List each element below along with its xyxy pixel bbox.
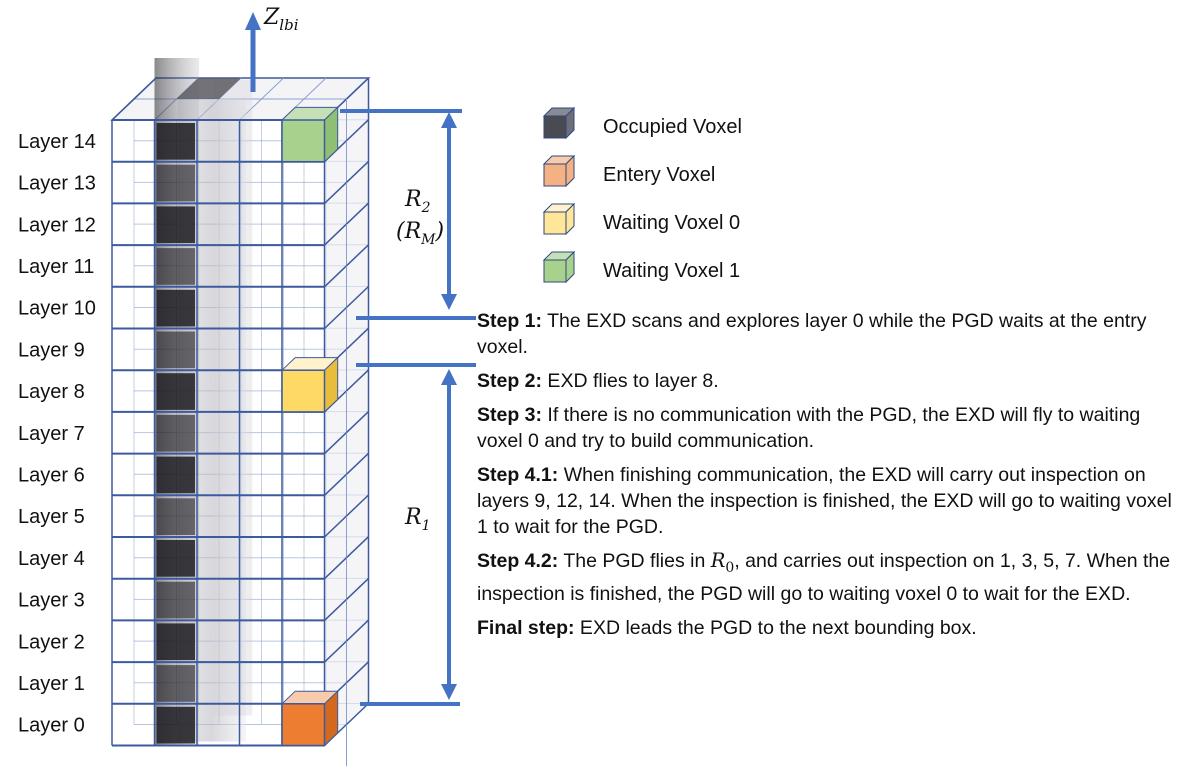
step-2: Step 2: EXD flies to layer 8. <box>477 370 719 392</box>
legend-label: Waiting Voxel 1 <box>603 260 740 282</box>
legend-item: Waiting Voxel 0 <box>542 202 740 236</box>
legend-label: Occupied Voxel <box>603 116 742 138</box>
layer-label: Layer 2 <box>18 631 85 653</box>
r0-symbol: R0 <box>710 549 735 576</box>
waiting-voxel-0-cube <box>280 356 339 414</box>
step-3: Step 3: If there is no communication wit… <box>477 404 1141 452</box>
layer-label: Layer 14 <box>18 131 96 153</box>
legend-item: Entery Voxel <box>542 154 715 188</box>
step-4-2: Step 4.2: The PGD flies in R0, and carri… <box>477 549 1171 605</box>
step-1: Step 1: The EXD scans and explores layer… <box>477 310 1147 358</box>
layer-label: Layer 4 <box>18 548 85 570</box>
layer-label: Layer 8 <box>18 381 85 403</box>
legend-item: Occupied Voxel <box>542 106 742 140</box>
legend-cube-icon <box>542 250 576 284</box>
layer-label: Layer 9 <box>18 339 85 361</box>
layer-labels: Layer 14 Layer 13 Layer 12 Layer 11 Layer 10… <box>18 131 96 737</box>
layer-label: Layer 6 <box>18 464 85 486</box>
layer-label: Layer 12 <box>18 214 96 236</box>
layer-label: Layer 10 <box>18 298 96 320</box>
layer-label: Layer 0 <box>18 715 85 737</box>
r2-label: R2 <box>404 187 431 216</box>
rm-label: (RM) <box>396 219 444 248</box>
layer-label: Layer 3 <box>18 590 85 612</box>
voxel-tower <box>110 58 371 767</box>
layer-label: Layer 5 <box>18 506 85 528</box>
legend-label: Waiting Voxel 0 <box>603 212 740 234</box>
z-axis-label: Zlbi <box>263 5 299 34</box>
legend-item: Waiting Voxel 1 <box>542 250 740 284</box>
legend-cube-icon <box>542 106 576 140</box>
waiting-voxel-1-cube <box>280 106 339 163</box>
legend-label: Entery Voxel <box>603 164 715 186</box>
layer-label: Layer 13 <box>18 173 96 195</box>
layer-label: Layer 11 <box>18 256 94 278</box>
legend-cube-icon <box>542 154 576 188</box>
legend-cube-icon <box>542 202 576 236</box>
step-final: Final step: EXD leads the PGD to the nex… <box>477 616 977 639</box>
z-axis: Zlbi <box>245 5 299 92</box>
layer-label: Layer 1 <box>18 673 85 695</box>
bracket-arrowheads <box>441 112 457 700</box>
steps-description: Step 1: The EXD scans and explores layer… <box>477 308 1182 649</box>
entry-voxel-cube <box>280 690 339 747</box>
region-brackets <box>340 109 476 706</box>
r1-label: R1 <box>404 505 431 534</box>
layer-label: Layer 7 <box>18 423 85 445</box>
step-4-1: Step 4.1: When finishing communication, … <box>477 464 1172 538</box>
